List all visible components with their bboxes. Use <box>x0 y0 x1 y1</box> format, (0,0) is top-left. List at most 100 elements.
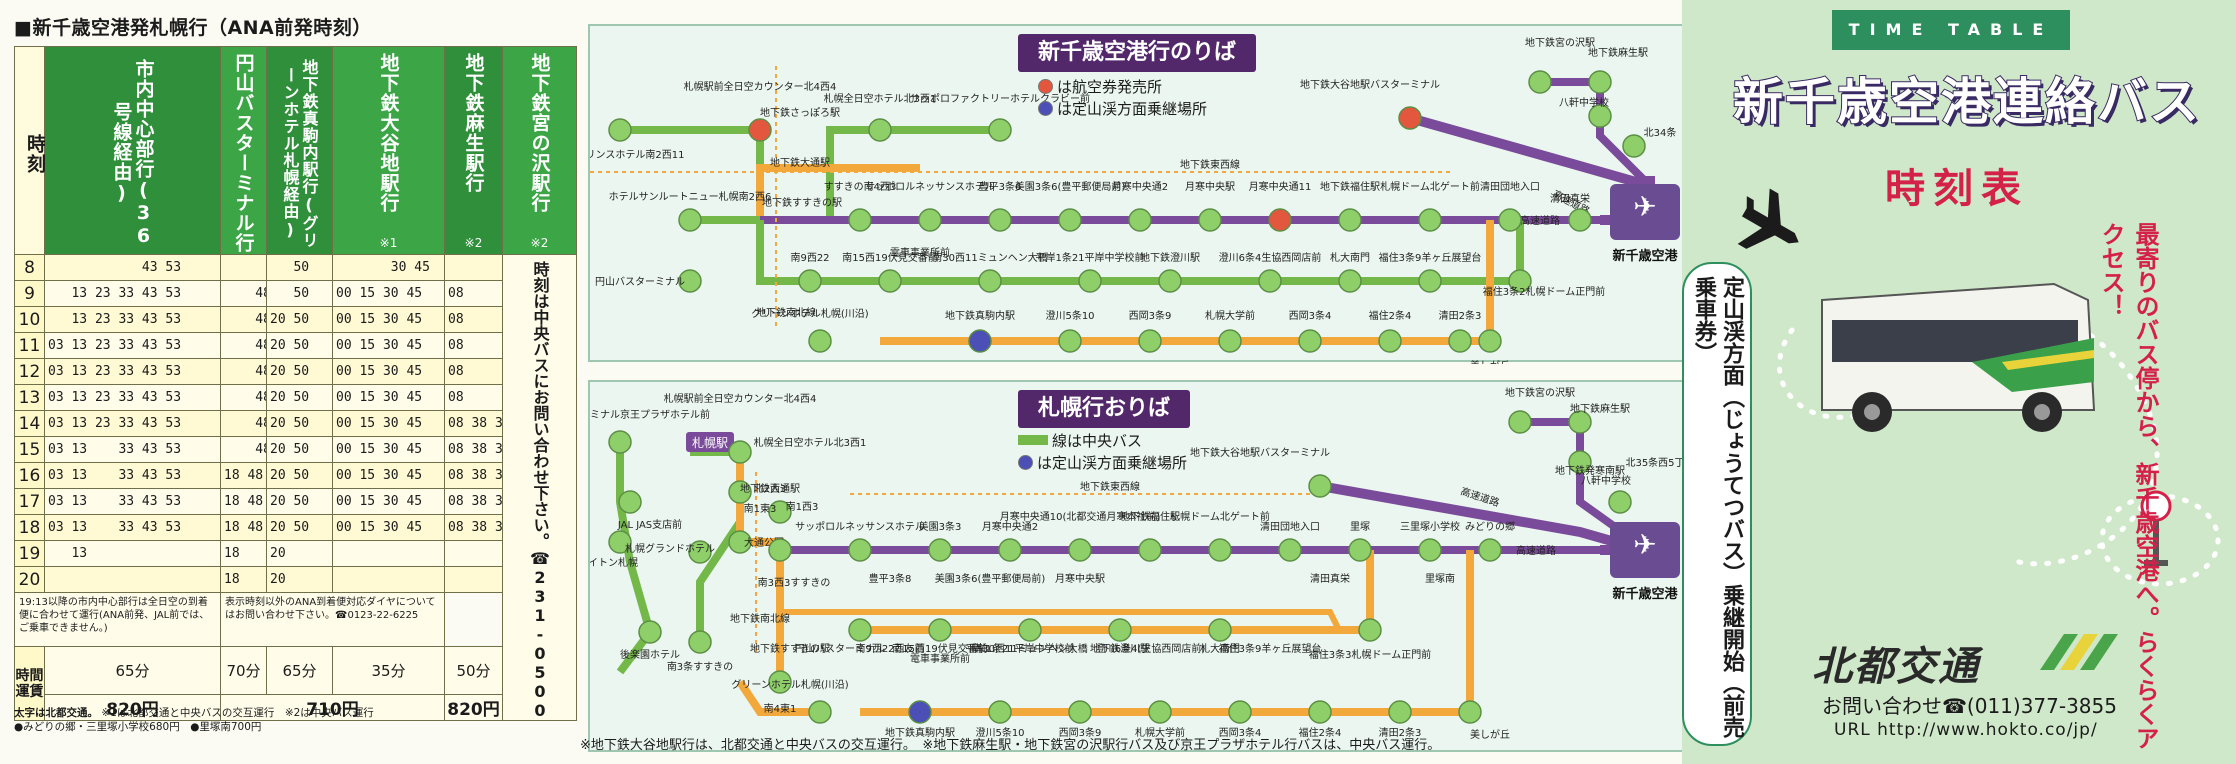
station-label: 札幌駅前ターミナル京王プラザホテル前 <box>590 408 710 421</box>
time-cell: 08 38 38 <box>444 462 503 489</box>
station-label: 南1西3 <box>786 500 819 513</box>
station-label: 月寒中央駅 <box>1185 180 1235 193</box>
station-marker <box>1138 538 1162 562</box>
route-header-oyachi: 地下鉄大谷地駅行※1 <box>332 46 445 255</box>
time-cell: 03 13 33 43 53 <box>44 462 221 489</box>
station-label: 地下鉄南北線 <box>730 612 790 625</box>
time-cell: 48 <box>220 384 267 411</box>
station-label: 札幌全日空ホテル北3西1 <box>824 92 937 105</box>
station-label: 後楽園ホテル <box>620 648 680 661</box>
station-label: 月寒中央通2 <box>982 520 1038 533</box>
travel-time: 35分 <box>332 646 445 695</box>
time-cell: 20 50 <box>266 332 333 359</box>
station-marker <box>1508 269 1532 293</box>
station-marker <box>678 269 702 293</box>
station-marker <box>608 118 632 142</box>
time-cell: 43 53 <box>44 254 221 281</box>
station-label: 南9西22 <box>790 251 829 264</box>
station-marker <box>808 329 832 353</box>
station-marker <box>848 618 872 642</box>
station-label: 里塚 <box>1350 521 1370 533</box>
hour-cell: 19 <box>14 540 45 567</box>
station-marker <box>688 630 712 654</box>
station-label: すすきの南4西3 <box>824 180 897 193</box>
station-label: サッポロルネッサンスホテル <box>795 521 925 533</box>
station-label: 澄川5条10 <box>975 726 1024 739</box>
station-label: 地下鉄麻生駅 <box>1588 46 1648 59</box>
station-marker <box>768 500 792 524</box>
time-cell: 00 15 30 45 <box>332 436 445 463</box>
station-label: 清田2条3 <box>1439 309 1482 322</box>
station-label: 南30西11ミュンヘン大橋 <box>972 642 1087 655</box>
station-label: ホテルサンルートニュー札幌南2西6 <box>609 190 772 203</box>
station-marker <box>998 538 1022 562</box>
station-label: 清田真栄 <box>1310 572 1350 585</box>
hour-cell: 13 <box>14 384 45 411</box>
station-marker <box>1208 618 1232 642</box>
station-label: 地下鉄大谷地駅バスターミナル <box>1190 446 1330 459</box>
station-marker <box>968 329 992 353</box>
station-label: 美しが丘 <box>1470 728 1510 741</box>
station-label: 札大南門 <box>1330 251 1370 264</box>
time-cell: 20 <box>266 566 333 593</box>
station-label: 豊平3条8 <box>869 572 912 585</box>
station-marker <box>1448 329 1472 353</box>
time-cell: 00 15 30 45 <box>332 462 445 489</box>
station-label: 地下鉄宮の沢駅 <box>1525 36 1595 49</box>
map-footnote: ※地下鉄大谷地駅行は、北都交通と中央バスの交互運行。 ※地下鉄麻生駅・地下鉄宮の… <box>580 738 1441 753</box>
station-label: 南15西19伏見交番前 <box>892 642 987 655</box>
time-cell: 18 <box>220 566 267 593</box>
station-label: 地下鉄宮の沢駅 <box>1505 386 1575 399</box>
station-label: 円山バスターミナル <box>795 643 885 655</box>
station-marker <box>1278 538 1302 562</box>
timetable-section: ■新千歳空港発札幌行（ANA前発時刻） 時刻 市内中心部行(36号線経由) 円山… <box>14 12 577 758</box>
fare: 820円 <box>444 694 503 721</box>
station-marker <box>868 118 892 142</box>
hour-cell: 12 <box>14 358 45 385</box>
station-label: 平岸1条21平岸中学校前 <box>1035 251 1144 264</box>
station-label: 福住2条4 <box>1369 309 1412 322</box>
station-marker <box>1228 700 1252 724</box>
station-label: 西岡3条4 <box>1219 726 1262 739</box>
departure-map-title: 新千歳空港行のりば <box>1018 34 1257 72</box>
time-cell: 48 <box>220 410 267 437</box>
hour-cell: 16 <box>14 462 45 489</box>
station-marker <box>1398 106 1422 130</box>
time-cell: 50 <box>266 280 333 307</box>
station-label: 豊平3条6 <box>979 180 1022 193</box>
cover-tagline: 最寄りのバス停から、新千歳空港へ。らくらくアクセス！ <box>2097 222 2159 750</box>
time-cell: 00 15 30 45 <box>332 384 445 411</box>
station-marker <box>1068 538 1092 562</box>
time-cell: 08 <box>444 280 503 307</box>
departure-legend: は航空券発売所 は定山渓方面乗継場所 <box>1038 76 1207 120</box>
time-cell <box>444 566 503 593</box>
time-cell: 20 50 <box>266 514 333 541</box>
station-marker <box>728 440 752 464</box>
station-marker <box>1418 538 1442 562</box>
time-cell: 48 <box>220 332 267 359</box>
time-cell: 20 <box>266 540 333 567</box>
time-cell: 00 15 30 45 <box>332 488 445 515</box>
station-marker <box>1198 208 1222 232</box>
station-marker <box>1528 70 1552 94</box>
station-label: 地下鉄福住駅 <box>1120 510 1180 523</box>
station-marker <box>808 700 832 724</box>
cover-title: 新千歳空港連絡バス <box>1732 72 2201 132</box>
time-cell: 48 <box>220 306 267 333</box>
station-label: 南30西11ミュンヘン大橋 <box>932 251 1047 264</box>
station-label: 札幌プリンスホテル南2西11 <box>590 148 684 161</box>
station-marker <box>1478 538 1502 562</box>
hour-cell: 14 <box>14 410 45 437</box>
bus-icon <box>1821 282 2096 432</box>
hour-cell: 8 <box>14 254 45 281</box>
time-cell: 03 13 33 43 53 <box>44 488 221 515</box>
time-cell: 08 38 38 <box>444 488 503 515</box>
company-logo-stripes <box>2040 634 2118 670</box>
station-label: 南15西19伏見交番前 <box>842 251 937 264</box>
station-label: 澄川6条4生協西岡店前 <box>1219 251 1322 264</box>
station-marker <box>1622 134 1646 158</box>
station-label: 美しが丘 <box>1470 359 1510 364</box>
station-marker <box>1378 329 1402 353</box>
station-label: 南4東1 <box>764 702 797 715</box>
